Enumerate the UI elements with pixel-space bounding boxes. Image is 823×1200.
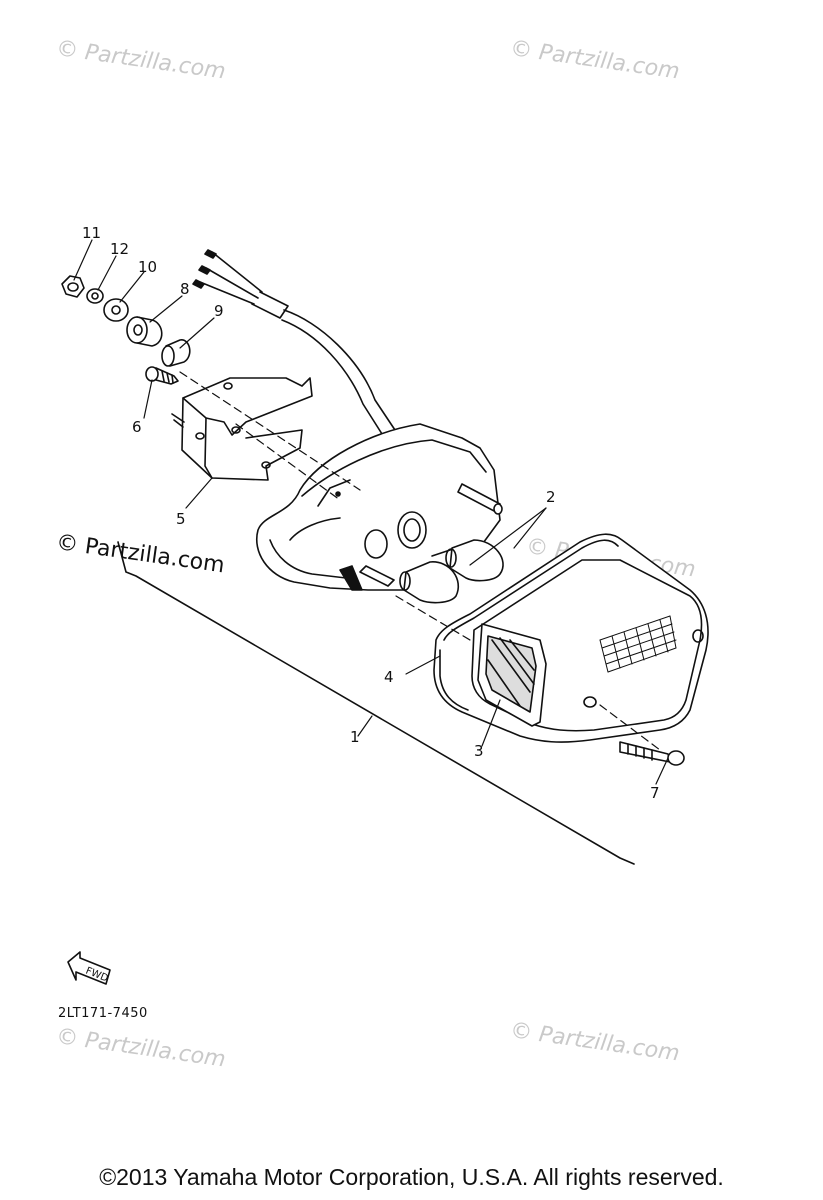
copyright-notice: ©2013 Yamaha Motor Corporation, U.S.A. A… [99,1164,724,1190]
grommet-part [126,316,163,347]
callout-12: 12 [110,240,130,258]
lens-screw-part [619,741,685,766]
callout-9: 9 [214,302,224,320]
bracket-part [171,377,313,481]
plain-washer-part [103,298,129,322]
callout-1: 1 [350,728,360,746]
callout-4: 4 [384,668,394,686]
assembly-bracket-line [117,541,635,865]
nut-part [61,275,85,298]
callout-10: 10 [138,258,158,276]
callout-2: 2 [546,488,556,506]
callout-11: 11 [82,224,102,242]
callout-6: 6 [132,418,142,436]
callout-7: 7 [650,784,660,802]
callout-5: 5 [176,510,186,528]
forward-direction-arrow: FWD [67,951,111,985]
collar-part [161,339,191,367]
leader-lines [73,239,669,785]
wire-harness [192,249,396,435]
lens-part [433,533,709,743]
callout-8: 8 [180,280,190,298]
tail-light-base-part [255,423,503,591]
diagram-code: 2LT171-7450 [58,1006,148,1021]
lock-washer-part [86,288,104,304]
screw-part [145,366,179,385]
callout-3: 3 [474,742,484,760]
